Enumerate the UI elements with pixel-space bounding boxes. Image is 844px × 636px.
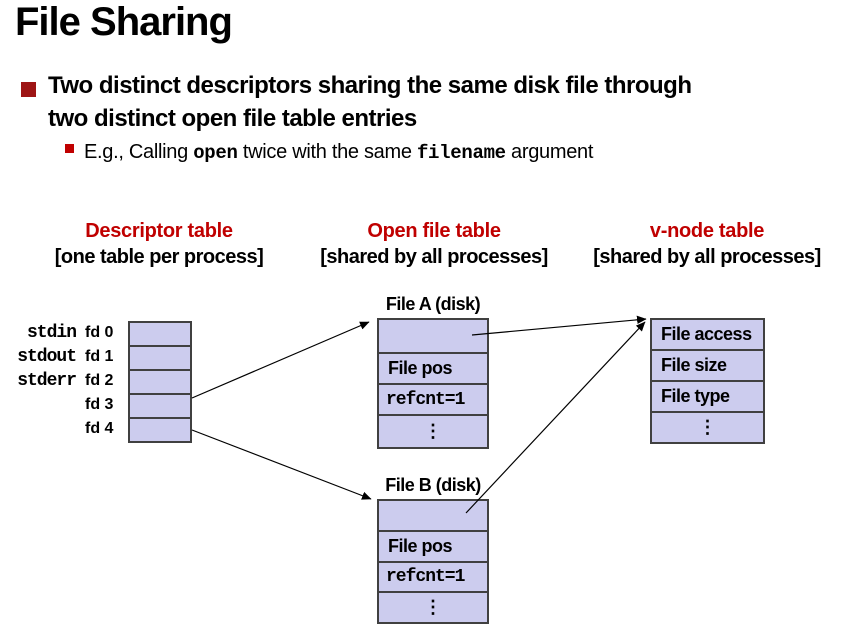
fd-label-0: fd 0 (85, 324, 114, 341)
file-a-refcnt-cell: refcnt=1 (379, 385, 487, 416)
file-a-caption: File A (disk) (385, 294, 481, 314)
file-b-pointer-cell (379, 501, 487, 532)
bullet-line-1: Two distinct descriptors sharing the sam… (48, 72, 692, 99)
sub-bullet-text: E.g., Calling open twice with the same f… (84, 139, 824, 166)
vnode-file-size-cell: File size (652, 351, 763, 382)
sub-bullet-square-icon (65, 144, 74, 153)
vnode-file-access-cell: File access (652, 320, 763, 351)
descriptor-cell-fd3 (130, 395, 190, 419)
sub-bullet-suffix: argument (505, 141, 594, 163)
descriptor-cell-fd4 (130, 419, 190, 441)
open-file-table-subtitle: [shared by all processes] (320, 246, 548, 268)
code-filename: filename (416, 142, 506, 164)
file-a-table: File pos refcnt=1 ⋮ (377, 318, 489, 449)
fd-label-1: fd 1 (85, 348, 114, 365)
arrow-fd4-to-file-b (191, 429, 372, 500)
file-b-table: File pos refcnt=1 ⋮ (377, 499, 489, 624)
stream-label-stdin: stdin (26, 323, 77, 343)
bullet-text: Two distinct descriptors sharing the sam… (48, 69, 838, 135)
descriptor-table (128, 321, 192, 443)
code-open: open (193, 142, 238, 164)
bullet-line-2: two distinct open file table entries (48, 105, 417, 132)
descriptor-cell-fd2 (130, 371, 190, 395)
stream-label-stdout: stdout (17, 347, 77, 367)
vnode-table: File access File size File type ⋮ (650, 318, 765, 444)
file-a-filepos-cell: File pos (379, 354, 487, 385)
descriptor-table-subtitle: [one table per process] (54, 246, 264, 268)
vnode-table-subtitle: [shared by all processes] (593, 246, 821, 268)
file-a-pointer-cell (379, 320, 487, 354)
vnode-file-type-cell: File type (652, 382, 763, 413)
fd-label-2: fd 2 (85, 372, 114, 389)
descriptor-table-header: Descriptor table (85, 220, 233, 242)
file-b-caption: File B (disk) (385, 475, 481, 495)
sub-bullet-mid: twice with the same (237, 141, 417, 163)
vnode-table-header: v-node table (649, 220, 765, 242)
sub-bullet-prefix: E.g., Calling (84, 141, 194, 163)
file-b-refcnt-cell: refcnt=1 (379, 563, 487, 593)
file-b-filepos-cell: File pos (379, 532, 487, 563)
page-title: File Sharing (15, 0, 233, 44)
arrow-fd3-to-file-a (191, 321, 370, 399)
file-b-ellipsis-cell: ⋮ (424, 597, 442, 617)
stream-label-stderr: stderr (17, 371, 77, 391)
arrow-file-b-to-vnode (465, 321, 646, 514)
bullet-square-icon (21, 82, 36, 97)
descriptor-cell-fd0 (130, 323, 190, 347)
open-file-table-header: Open file table (367, 220, 501, 242)
file-a-ellipsis-cell: ⋮ (424, 421, 442, 441)
vnode-ellipsis-cell: ⋮ (698, 417, 717, 437)
fd-label-3: fd 3 (85, 396, 114, 413)
descriptor-cell-fd1 (130, 347, 190, 371)
arrow-file-a-to-vnode (471, 315, 647, 336)
fd-label-4: fd 4 (85, 420, 114, 437)
